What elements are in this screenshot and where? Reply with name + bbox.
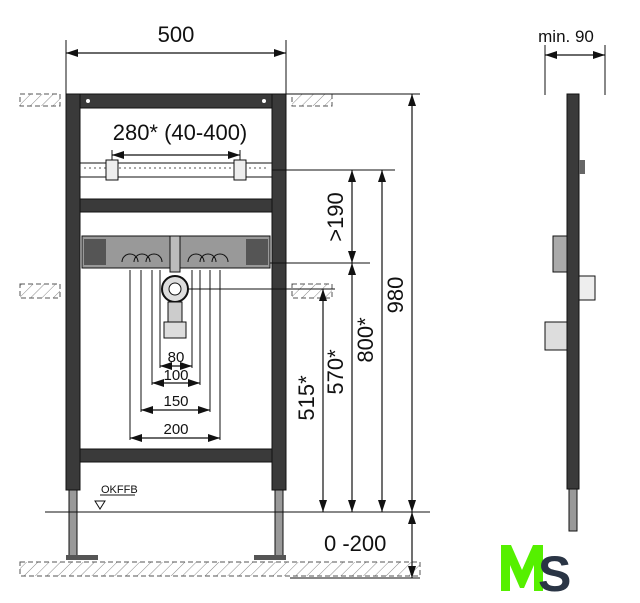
- frame: [65, 93, 287, 560]
- svg-text:S: S: [538, 546, 571, 602]
- dimension-arrows: [66, 49, 605, 578]
- floor-level-marker-icon: [94, 500, 106, 510]
- spacing-150-label: 150: [163, 393, 188, 410]
- ms-logo: S: [501, 545, 571, 602]
- bracket-spacing-label: 280* (40-400): [113, 120, 248, 145]
- drain-height-label: 515*: [294, 375, 319, 421]
- total-height-label: 980: [383, 277, 408, 314]
- spacing-80-label: 80: [168, 349, 185, 366]
- foot-adjust-label: 0 -200: [324, 531, 386, 556]
- above-tray-label: >190: [323, 192, 348, 242]
- spacing-100-label: 100: [163, 367, 188, 384]
- side-view: [544, 93, 596, 532]
- wall-hatching: [19, 93, 421, 577]
- rail-height-label: 800*: [353, 317, 378, 363]
- floor-level-label: OKFFB: [101, 484, 138, 496]
- spacing-200-label: 200: [163, 421, 188, 438]
- tray-height-label: 570*: [323, 349, 348, 395]
- width-label: 500: [158, 22, 195, 47]
- depth-label: min. 90: [538, 27, 594, 46]
